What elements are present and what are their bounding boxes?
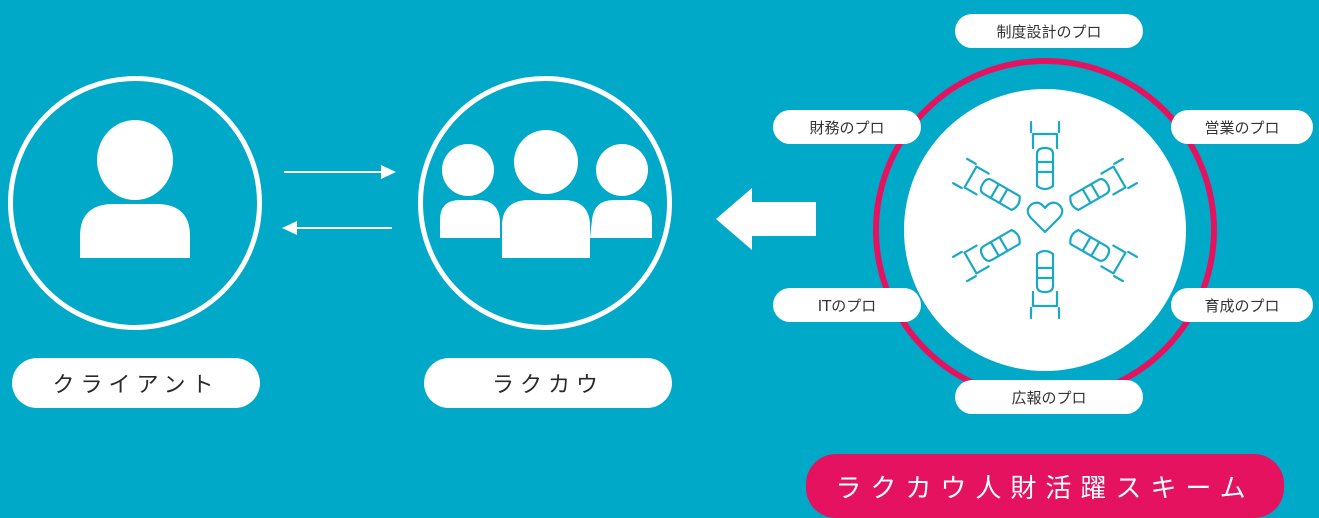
pro-label-design: 制度設計のプロ bbox=[955, 14, 1143, 48]
pro-label-training: 育成のプロ bbox=[1171, 288, 1313, 322]
rakukau-label: ラクカウ bbox=[424, 358, 672, 408]
pro-label-sales: 営業のプロ bbox=[1171, 110, 1313, 144]
group-icon bbox=[440, 130, 652, 258]
pro-label-pr: 広報のプロ bbox=[955, 380, 1143, 414]
arrow-left-icon bbox=[282, 221, 392, 235]
pro-label-it: ITのプロ bbox=[773, 288, 921, 322]
pro-inner-circle bbox=[904, 89, 1186, 371]
client-circle bbox=[8, 76, 262, 330]
pro-label-finance: 財務のプロ bbox=[773, 110, 921, 144]
scheme-banner: ラクカウ人財活躍スキーム bbox=[806, 454, 1284, 518]
arrow-right-icon bbox=[284, 165, 396, 179]
arrow-left-large-icon bbox=[716, 188, 816, 250]
hands-heart-icon bbox=[952, 120, 1138, 320]
person-icon bbox=[80, 120, 190, 258]
client-label: クライアント bbox=[12, 358, 260, 408]
rakukau-circle bbox=[418, 76, 672, 330]
bidirectional-arrows bbox=[282, 165, 396, 235]
